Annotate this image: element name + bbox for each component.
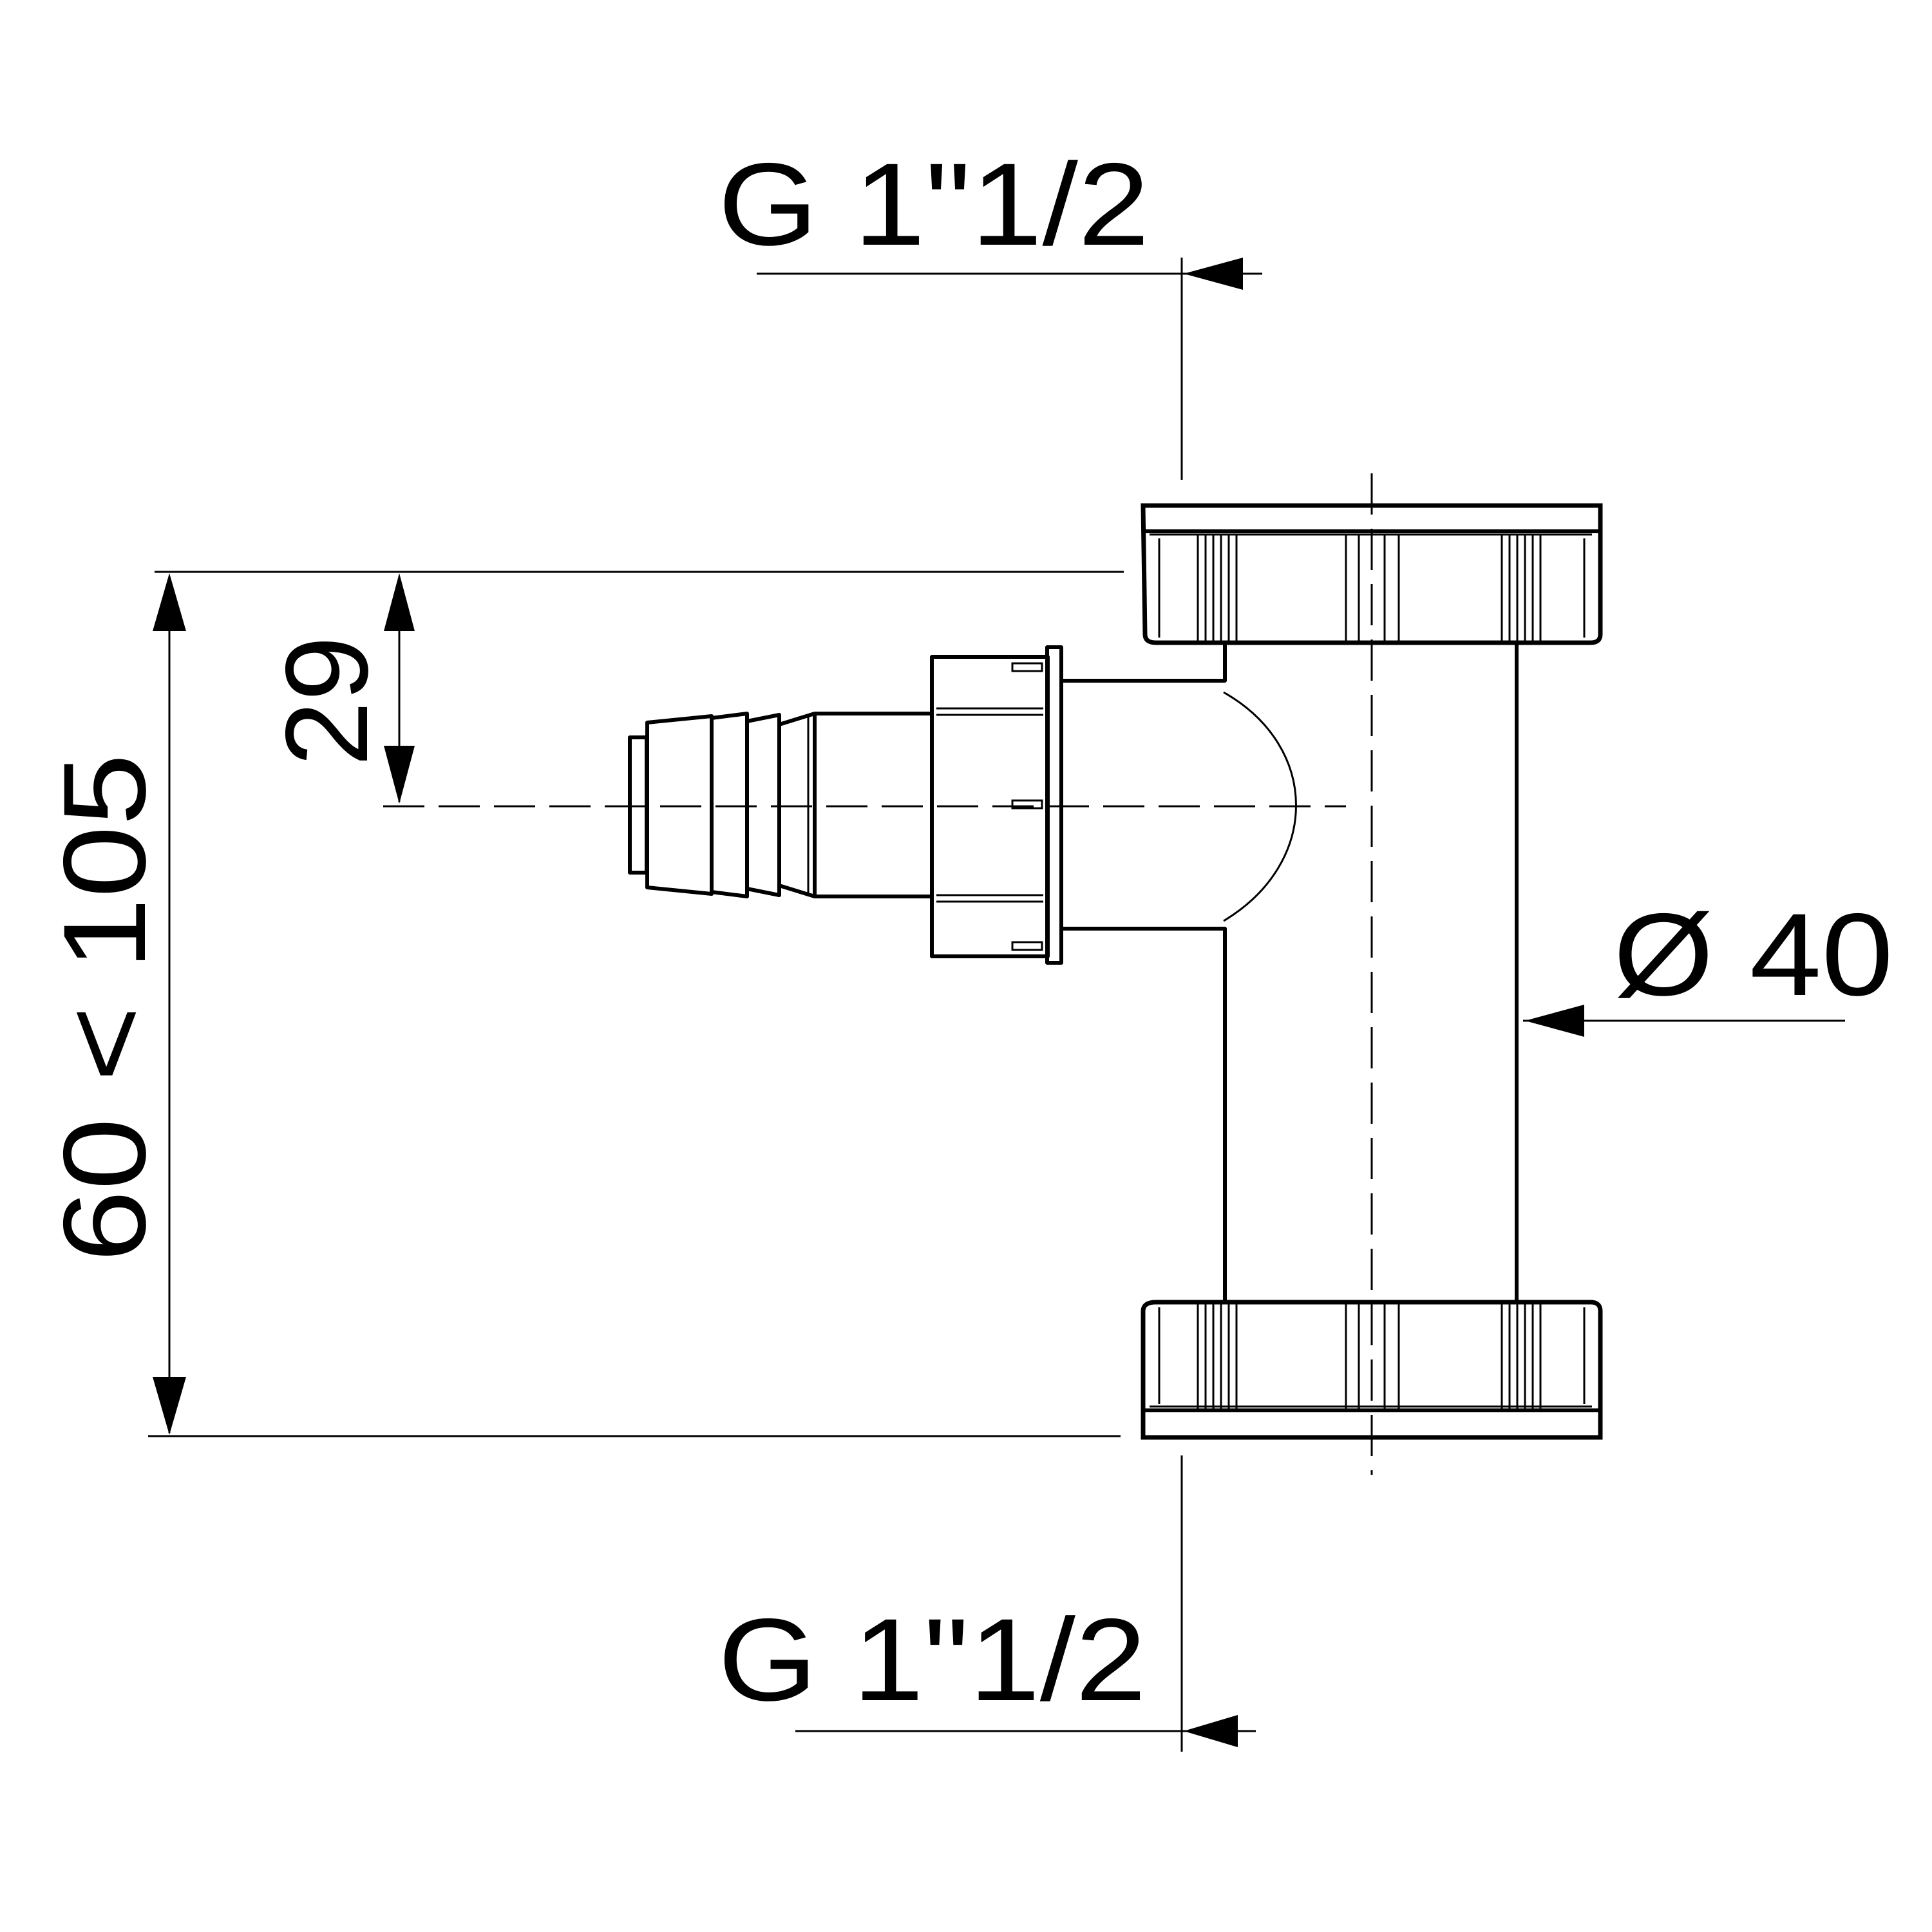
outlet-offset-dimension <box>384 573 415 804</box>
height-range-dimension <box>148 571 1124 1437</box>
bottom-union-nut <box>1141 1300 1603 1440</box>
height-range-arrowhead-bottom <box>153 1377 186 1435</box>
diameter-arrowhead <box>1525 1005 1584 1037</box>
branch-inner-arc <box>1223 691 1297 922</box>
thread-bottom-label: G 1"1/2 <box>718 1594 1146 1725</box>
thread-bottom-dimension <box>795 1455 1256 1752</box>
top-union-nut <box>1141 503 1603 645</box>
height-range-label: 60 < 105 <box>39 753 170 1262</box>
height-range-arrowhead-top <box>153 573 186 631</box>
hose-tip <box>645 714 714 896</box>
tee-body <box>1063 643 1519 1302</box>
outlet-nut <box>930 655 1050 958</box>
thread-top-arrowhead <box>1184 258 1243 290</box>
center-lines <box>383 473 1373 1475</box>
side-outlet-adapter <box>628 645 1063 965</box>
outlet-offset-arrowhead-bottom <box>384 746 415 804</box>
thread-bottom-arrowhead <box>1184 1715 1238 1747</box>
hose-barb-3 <box>777 712 817 898</box>
body-diameter-label: Ø 40 <box>1613 889 1893 1020</box>
outlet-offset-arrowhead-top <box>384 573 415 631</box>
thread-top-dimension <box>757 258 1262 480</box>
hose-barb-2 <box>745 713 781 897</box>
hose-barb-1 <box>710 712 749 898</box>
hose-end-rim <box>628 735 649 875</box>
outlet-offset-label: 29 <box>261 636 392 766</box>
diameter-dimension <box>1523 1005 1845 1037</box>
thread-top-label: G 1"1/2 <box>718 138 1150 270</box>
